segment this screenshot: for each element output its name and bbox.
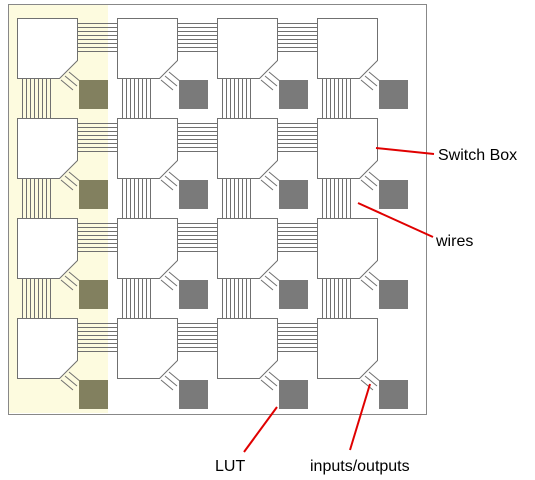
io-callout-line (349, 383, 371, 451)
diagonal-wire (264, 175, 278, 187)
diagonal-wire (60, 379, 74, 391)
diagonal-wire (60, 79, 74, 91)
switch-box (17, 318, 78, 379)
diagonal-wire (364, 275, 378, 287)
switch-box (117, 218, 178, 279)
lut-block (379, 380, 408, 409)
lut-block (179, 80, 208, 109)
wires-callout-line (357, 202, 434, 238)
diagonal-wire (64, 375, 78, 387)
diagonal-wire (60, 179, 74, 191)
switch-box (317, 218, 378, 279)
switch-box (217, 18, 278, 79)
switch-box (117, 118, 178, 179)
diagonal-wire (264, 75, 278, 87)
canvas-frame (8, 4, 427, 415)
diagonal-wire (360, 379, 374, 391)
diagonal-wire (264, 375, 278, 387)
diagonal-wire (164, 275, 178, 287)
lut-block (279, 280, 308, 309)
diagonal-wire (160, 279, 174, 291)
switch-box (217, 218, 278, 279)
lut-callout-line (243, 406, 278, 453)
diagonal-wire (364, 375, 378, 387)
lut-label: LUT (215, 458, 245, 475)
switch-box (317, 18, 378, 79)
wires-label: wires (435, 233, 473, 250)
switch-box (17, 218, 78, 279)
lut-block (179, 280, 208, 309)
lut-block (79, 380, 108, 409)
io-label: inputs/outputs (310, 458, 410, 475)
lut-block (379, 280, 408, 309)
lut-block (279, 80, 308, 109)
diagonal-wire (260, 179, 274, 191)
lut-block (79, 280, 108, 309)
lut-block (79, 80, 108, 109)
diagonal-wire (364, 175, 378, 187)
logic-blocks (17, 18, 408, 409)
diagonal-wire (160, 79, 174, 91)
switch-box-callout-line (375, 147, 435, 155)
diagonal-wire (260, 79, 274, 91)
switch-box (317, 118, 378, 179)
switch-box (217, 318, 278, 379)
switch-box (217, 118, 278, 179)
diagonal-wire (164, 375, 178, 387)
switch-box (17, 118, 78, 179)
diagonal-wire (160, 179, 174, 191)
diagonal-wire (164, 75, 178, 87)
switch-box (17, 18, 78, 79)
lut-block (79, 180, 108, 209)
switch-box (117, 18, 178, 79)
lut-block (279, 380, 308, 409)
lut-block (179, 180, 208, 209)
switch-box (117, 318, 178, 379)
diagonal-wire (360, 279, 374, 291)
switch-box-label: Switch Box (438, 147, 517, 164)
diagonal-wire (164, 175, 178, 187)
callouts: Switch Box wires LUT inputs/outputs (215, 147, 517, 475)
diagonal-wire (264, 275, 278, 287)
diagonal-wire (160, 379, 174, 391)
lut-block (379, 80, 408, 109)
diagonal-wire (260, 279, 274, 291)
switch-box (317, 318, 378, 379)
diagonal-wire (64, 175, 78, 187)
diagonal-wire (360, 179, 374, 191)
routing-wires (22, 23, 382, 391)
lut-block (179, 380, 208, 409)
lut-block (379, 180, 408, 209)
diagonal-wire (260, 379, 274, 391)
diagonal-wire (64, 275, 78, 287)
diagonal-wire (64, 75, 78, 87)
diagonal-wire (360, 79, 374, 91)
diagonal-wire (364, 75, 378, 87)
diagonal-wire (60, 279, 74, 291)
lut-block (279, 180, 308, 209)
